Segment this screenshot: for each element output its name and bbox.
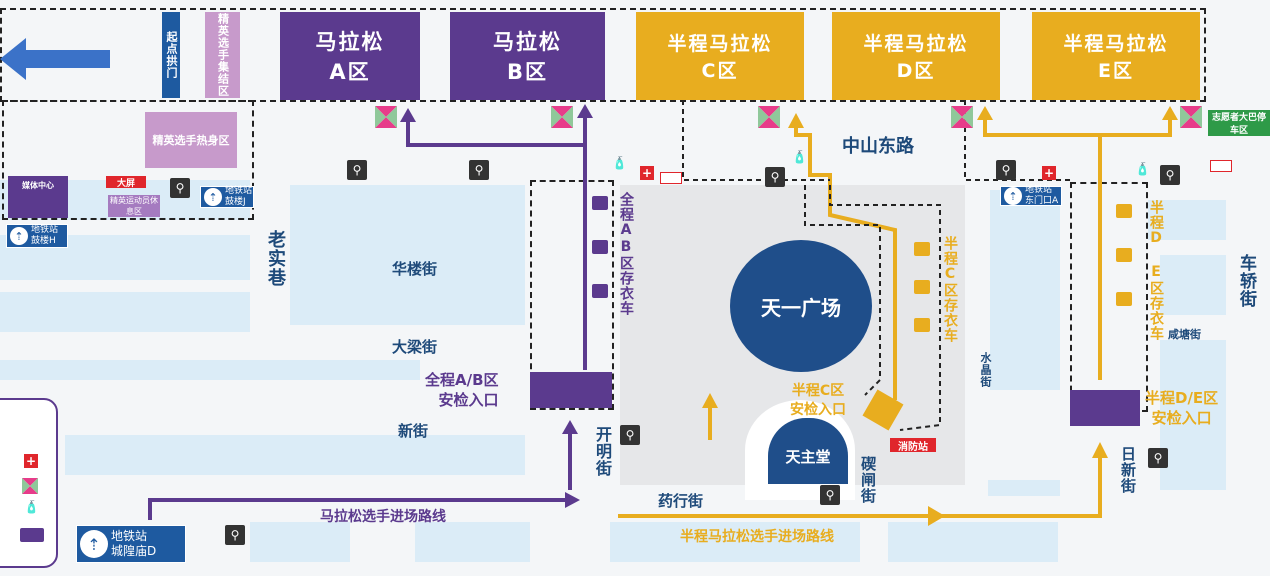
ambulance-icon (660, 172, 682, 184)
c-security-entrance-label: 半程C区安检入口 (790, 383, 846, 418)
half-marathon-route-label: 半程马拉松选手进场路线 (680, 529, 834, 545)
city-block (990, 190, 1060, 390)
wardrobe-truck-icon (914, 242, 930, 256)
toilet-icon: ⚲ (170, 178, 190, 198)
ab-security-entrance-label: 全程A/B区安检入口 (425, 371, 499, 409)
city-block (0, 292, 250, 332)
ab-wardrobe-truck-label: 全程AB区存衣车 (618, 192, 634, 316)
toilet-icon: ⚲ (1160, 165, 1180, 185)
city-block (1160, 340, 1226, 490)
toilet-icon: ⚲ (1148, 448, 1168, 468)
checkpoint-flag-icon (758, 106, 780, 128)
street-zhongshan-east: 中山东路 (842, 136, 914, 157)
street-xiantang: 咸塘街 (1168, 328, 1201, 341)
street-kaiming: 开明街 (593, 426, 612, 477)
water-icon: 🧴 (792, 150, 807, 164)
city-block (1160, 255, 1226, 315)
metro-station-gulou-j: ⇡ 地铁站鼓楼J (200, 186, 254, 208)
tianyi-square: 天一广场 (730, 240, 872, 372)
warmup-area-boundary (2, 100, 254, 220)
checkpoint-flag-icon (951, 106, 973, 128)
street-chejiao: 车轿街 (1236, 254, 1256, 308)
metro-icon: ⇡ (204, 188, 222, 206)
toilet-icon: ⚲ (820, 485, 840, 505)
street-shuijing: 水晶街 (979, 352, 992, 388)
first-aid-icon: + (1042, 166, 1056, 180)
checkpoint-flag-icon (1180, 106, 1202, 128)
elite-rest-area: 精英运动员休息区 (108, 195, 160, 217)
city-block (610, 522, 860, 562)
checkpoint-flag-icon (375, 106, 397, 128)
street-yaohang: 药行街 (658, 492, 704, 510)
wardrobe-truck-icon (914, 280, 930, 294)
elite-warmup-area: 精英选手热身区 (145, 112, 237, 168)
city-block (888, 522, 1058, 562)
water-icon: 🧴 (1135, 162, 1150, 176)
toilet-icon: ⚲ (765, 167, 785, 187)
marathon-route-label: 马拉松选手进场路线 (320, 509, 446, 525)
wardrobe-truck-icon (914, 318, 930, 332)
metro-icon: ⇡ (1004, 187, 1022, 205)
wardrobe-truck-icon (592, 284, 608, 298)
water-icon: 🧴 (612, 156, 627, 170)
metro-station-dongmenkou-a: ⇡ 地铁站东门口A (1000, 185, 1062, 206)
first-aid-icon: + (24, 454, 38, 468)
toilet-icon: ⚲ (469, 160, 489, 180)
checkpoint-flag-icon (22, 478, 38, 494)
wardrobe-truck-icon (1116, 204, 1132, 218)
media-center: 媒体中心 (8, 176, 68, 218)
city-block (1148, 200, 1226, 240)
ab-security-corridor (530, 180, 614, 410)
wardrobe-truck-icon (1116, 292, 1132, 306)
direction-arrow-icon (0, 38, 110, 80)
street-rixin: 日新街 (1119, 446, 1137, 494)
wardrobe-truck-icon (592, 196, 608, 210)
toilet-icon: ⚲ (620, 425, 640, 445)
street-hualou: 华楼街 (392, 260, 438, 278)
street-laoshi: 老实巷 (265, 230, 286, 287)
metro-icon: ⇡ (10, 227, 28, 245)
c-wardrobe-truck-label: 半程C区存衣车 (942, 236, 958, 343)
fire-station: 消防站 (890, 438, 936, 453)
wardrobe-truck-icon (20, 528, 44, 542)
de-wardrobe-truck-label: 半程D E区存衣车 (1148, 200, 1164, 341)
toilet-icon: ⚲ (347, 160, 367, 180)
water-icon: 🧴 (24, 500, 39, 514)
start-area-boundary (0, 8, 1206, 102)
city-block (250, 522, 350, 562)
street-daliang: 大梁街 (392, 338, 438, 356)
street-xin: 新街 (398, 422, 429, 440)
start-arch: 起点拱门 (162, 12, 180, 98)
elite-gathering-area: 精英选手集结区 (205, 12, 240, 98)
wardrobe-truck-icon (592, 240, 608, 254)
toilet-icon: ⚲ (996, 160, 1016, 180)
checkpoint-flag-icon (551, 106, 573, 128)
city-block (415, 522, 530, 562)
de-security-entrance-label: 半程D/E区安检入口 (1145, 389, 1219, 427)
catholic-church: 天主堂 (768, 418, 848, 484)
metro-station-chenghuangmiao-d: ⇡ 地铁站城隍庙D (76, 525, 186, 563)
city-block (988, 480, 1060, 496)
ambulance-icon (1210, 160, 1232, 172)
city-block (65, 435, 525, 475)
street-qizha: 碶闸街 (859, 456, 877, 504)
toilet-icon: ⚲ (225, 525, 245, 545)
big-screen: 大屏 (106, 176, 146, 189)
city-block (0, 360, 420, 380)
volunteer-bus-parking: 志愿者大巴停车区 (1208, 110, 1270, 136)
metro-icon: ⇡ (80, 530, 108, 558)
metro-station-gulou-h: ⇡ 地铁站鼓楼H (6, 224, 68, 248)
city-block (290, 185, 525, 325)
wardrobe-truck-icon (1116, 248, 1132, 262)
first-aid-icon: + (640, 166, 654, 180)
